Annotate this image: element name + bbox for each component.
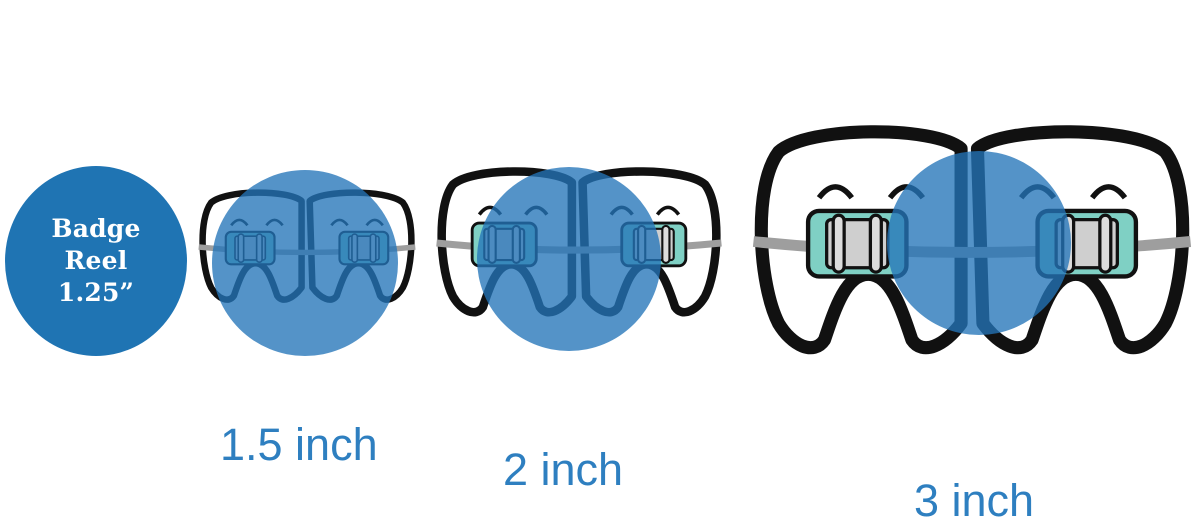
badge-reel-circle: Badge Reel 1.25” (5, 166, 187, 356)
badge-size-circle-3 (887, 151, 1071, 335)
size-label-2-inch: 2 inch (503, 444, 624, 495)
badge-reel-line-3: 1.25” (57, 278, 135, 307)
badge-size-circle-1-5 (212, 170, 398, 356)
badge-size-circle-2 (477, 167, 661, 351)
badge-reel-line-2: Reel (64, 246, 128, 275)
size-label-3-inch: 3 inch (914, 475, 1035, 526)
badge-reel-line-1: Badge (51, 214, 141, 243)
size-label-1-5-inch: 1.5 inch (220, 419, 378, 470)
